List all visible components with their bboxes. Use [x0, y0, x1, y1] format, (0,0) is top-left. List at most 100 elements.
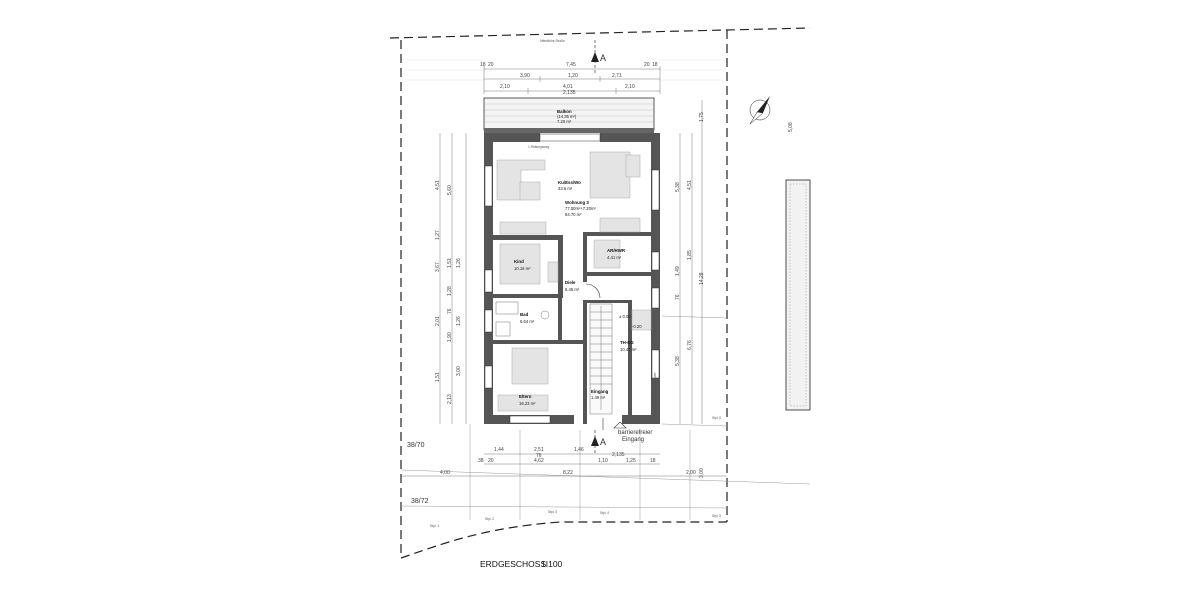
dim-bottom-9: 4,00 — [440, 470, 450, 476]
dim-right-1: 1,75 — [699, 112, 705, 122]
entrance-label-line2: Eingang — [622, 437, 644, 443]
dim-left-9: 1,90 — [447, 332, 453, 342]
dim-left-5: 1,26 — [456, 258, 462, 268]
room-diele-area: 6.45 m² — [565, 287, 580, 292]
room-balkon-area2: 7.20 m² — [557, 119, 572, 124]
dim-bottom-2: 2,51 — [534, 447, 544, 453]
stp-1: Stpl. 1 — [430, 524, 439, 528]
dim-bottom-4: 76 — [536, 453, 542, 459]
section-label-top: A — [600, 53, 606, 63]
dim-bottom-8: 2,135 — [612, 452, 625, 458]
dim-right-9: 76 — [675, 294, 681, 300]
dim-right-4: 1,85 — [687, 250, 693, 260]
entrance-marker — [585, 283, 627, 430]
dimension-text-top: 18 20 20 18 7,45 3,90 1,20 2,71 2,10 4,0… — [480, 62, 658, 96]
dim-bottom-13: 20 — [488, 458, 494, 464]
dim-right-7: 14,28 — [699, 272, 705, 285]
entrance-label-line1: barrierefreier — [618, 430, 652, 436]
drawing-scale: 1I100 — [541, 559, 563, 569]
parcel-upper: 38/70 — [407, 442, 425, 449]
dim-bottom-12: 38 — [478, 458, 484, 464]
room-bad-area: 6.64 m² — [520, 319, 535, 324]
room-kueche-name: Ku/Ess/Wo — [558, 180, 581, 185]
dimension-text-left: 4,51 5,60 3,67 1,51 1,26 1,28 2,01 1,26 … — [435, 180, 462, 404]
dim-top-d4: 2,10 — [625, 84, 635, 90]
dim-bottom-5: 4,62 — [534, 458, 544, 464]
site-hatch — [405, 59, 722, 81]
parking-labels: Stpl. 1 Stpl. 2 Stpl. 3 Stpl. 4 Stpl. 5 … — [430, 416, 721, 528]
top-note: öffentliche Straße — [540, 39, 565, 43]
stp-5: Stpl. 5 — [712, 514, 721, 518]
balcony — [483, 97, 655, 133]
dimension-lines-bottom — [401, 453, 727, 477]
stp-4: Stpl. 4 — [600, 511, 609, 515]
room-wohnung-area1: 77.50m²+7.20m² — [565, 206, 596, 211]
room-eltern-area: 16.23 m² — [519, 401, 536, 406]
room-kind-name: Kind — [514, 259, 524, 264]
room-th-name: TH-EG — [620, 340, 634, 345]
room-ar-area: 4.41 m² — [607, 255, 622, 260]
dim-bottom-7: 1,25 — [626, 458, 636, 464]
room-eingang-name: Eingang — [591, 389, 609, 394]
dim-bottom-1: 1,44 — [494, 447, 504, 453]
property-boundary — [389, 27, 811, 559]
dimension-lines-right — [679, 100, 703, 424]
dim-right-3: 4,51 — [687, 180, 693, 190]
dim-left-6: 1,28 — [447, 286, 453, 296]
room-th-area: 10.47 m² — [620, 347, 637, 352]
dim-top-b2: 18 — [652, 62, 658, 68]
dim-left-11: 2,13 — [447, 394, 453, 404]
dim-top-d2: 4,01 — [563, 84, 573, 90]
dim-left-14: 76 — [447, 308, 453, 314]
dim-left-2: 5,60 — [447, 185, 453, 195]
dimension-lines-left — [439, 133, 467, 424]
dim-bottom-10: 8,22 — [563, 470, 573, 476]
site-lines — [400, 315, 811, 520]
room-balkon-area1: (14.35 m²) — [557, 114, 577, 119]
dim-bottom-11: 2,00 — [686, 470, 696, 476]
dimension-text-right: 1,75 5,38 4,51 1,85 1,49 6,76 14,28 5,38… — [675, 112, 794, 478]
dim-right-11: 5,08 — [788, 122, 794, 132]
windows — [484, 133, 660, 424]
balcony-note: 1 Rettungsweg — [528, 145, 549, 149]
neighbour-building — [785, 179, 811, 411]
dim-top-b1: 20 — [644, 62, 650, 68]
room-kind-area: 10.16 m² — [514, 266, 531, 271]
section-marker-bottom — [591, 430, 599, 455]
dim-right-10: 3,00 — [699, 468, 705, 478]
dimension-text-bottom: 1,44 2,51 1,46 76 4,62 1,10 1,25 2,135 4… — [440, 447, 696, 476]
level-label-1: ± 0.00 — [619, 314, 631, 319]
room-balkon-name: Balkon — [557, 109, 572, 114]
stp-3: Stpl. 3 — [548, 510, 557, 514]
room-diele-name: Diele — [565, 280, 576, 285]
dim-top-c3: 2,71 — [612, 73, 622, 79]
room-eingang-area: 1.49 m² — [591, 395, 606, 400]
room-labels: Balkon (14.35 m²) 7.20 m² 1 Rettungsweg … — [514, 39, 642, 406]
dim-right-6: 6,76 — [687, 340, 693, 350]
dim-left-3: 3,67 — [435, 262, 441, 272]
dim-left-12: 3,00 — [456, 366, 462, 376]
dim-top-c1: 3,90 — [520, 73, 530, 79]
dim-right-2: 5,38 — [675, 182, 681, 192]
dim-bottom-3: 1,46 — [574, 447, 584, 453]
level-label-2: -0.20 — [632, 324, 642, 329]
dim-bottom-14: 18 — [650, 458, 656, 464]
drawing-title: ERDGESCHOSS — [480, 559, 546, 569]
parcel-lower: 38/72 — [411, 498, 429, 505]
dimension-lines-top — [483, 66, 661, 94]
stp-2: Stpl. 2 — [485, 517, 494, 521]
dim-left-7: 2,01 — [435, 316, 441, 326]
room-wohnung-area2: 84.70 m² — [565, 212, 582, 217]
interior-walls — [493, 232, 651, 424]
staircase — [589, 303, 613, 415]
room-ar-name: AR/HWR — [607, 248, 626, 253]
north-arrow-icon — [749, 96, 771, 125]
dim-bottom-6: 1,10 — [598, 458, 608, 464]
dim-left-4: 1,51 — [447, 258, 453, 268]
dim-top-c2: 1,20 — [568, 73, 578, 79]
dim-top-d1: 2,10 — [500, 84, 510, 90]
bathroom-fixtures — [495, 301, 550, 337]
room-bad-name: Bad — [520, 312, 529, 317]
room-wohnung-name: Wohnung 3 — [565, 200, 589, 205]
